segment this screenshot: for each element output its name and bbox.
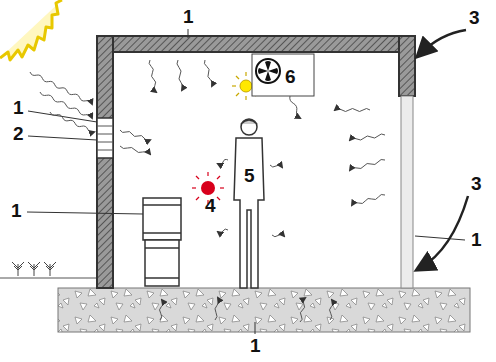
callout-number: 3 <box>469 174 484 194</box>
heat-flow-arrow <box>218 159 228 164</box>
heat-flow-arrow <box>177 60 183 90</box>
heat-flow-arrow <box>120 130 150 141</box>
callout-number: 1 <box>11 98 26 118</box>
heat-flow-arrow <box>30 72 92 104</box>
heat-flow-arrow <box>204 60 212 86</box>
heat-flow-arrow <box>120 146 150 154</box>
callout-number: 6 <box>283 67 298 87</box>
heat-flow-arrow <box>149 60 156 92</box>
heat-flow-arrow <box>352 194 385 205</box>
heat-flow-arrow <box>215 298 219 320</box>
heat-flow-arrow <box>272 234 284 236</box>
callout-number: 1 <box>181 7 196 27</box>
heat-flow-arrow <box>270 165 282 167</box>
heat-flow-arrow <box>218 229 228 233</box>
callout-number: 1 <box>469 230 484 250</box>
heat-flow-arrow <box>350 134 385 140</box>
heat-flow-arrow <box>335 109 370 112</box>
heat-flow-arrow <box>290 96 300 118</box>
callout-number: 1 <box>248 336 263 356</box>
heat-flow-arrow <box>350 159 385 170</box>
callout-number: 1 <box>9 201 24 221</box>
heat-flow-arrow <box>40 92 92 118</box>
callout-number: 3 <box>467 8 482 28</box>
heat-flow-arrow <box>329 300 333 320</box>
callout-number: 4 <box>203 196 218 216</box>
heat-flow-arrow <box>159 300 163 320</box>
callout-number: 2 <box>11 124 26 144</box>
heat-flow-arrow <box>300 298 305 322</box>
heat-flow-arrow <box>50 112 94 132</box>
callout-number: 5 <box>242 166 257 186</box>
